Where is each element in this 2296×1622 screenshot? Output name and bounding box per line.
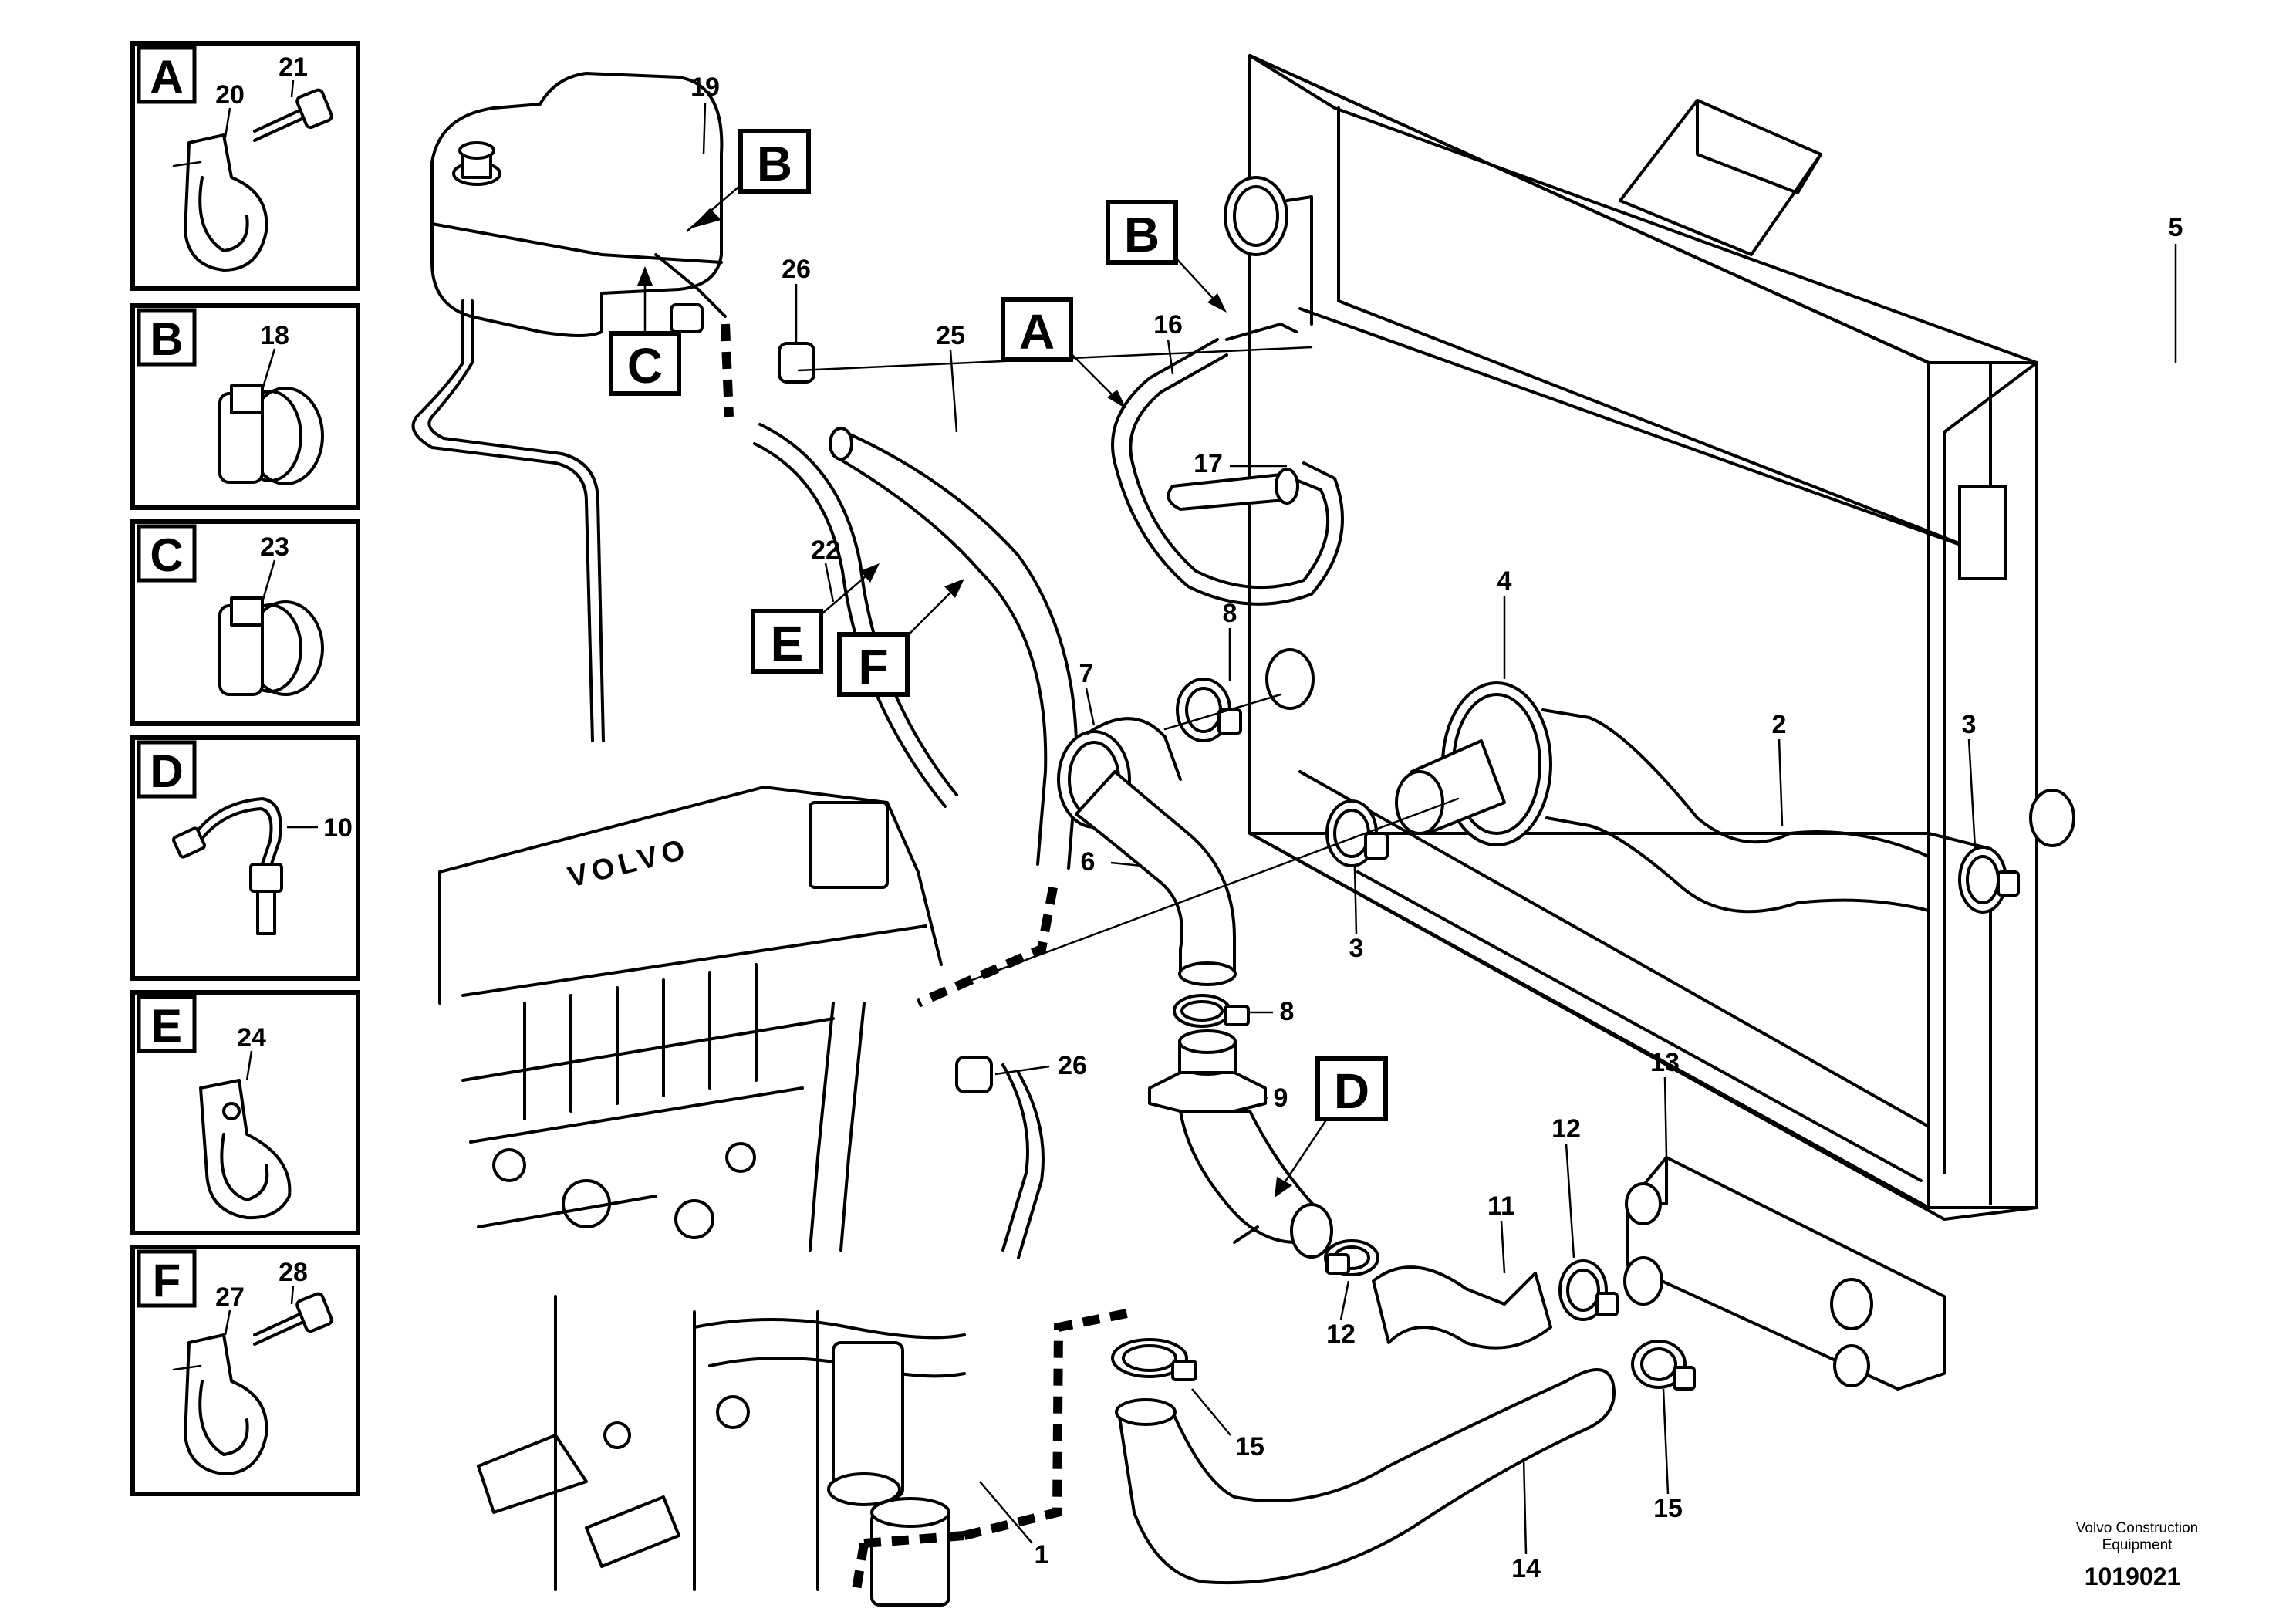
part-number-12-lower: 12 bbox=[1326, 1320, 1356, 1349]
inset-e-part: 24 bbox=[237, 1023, 266, 1053]
clamp-12-left bbox=[1324, 1239, 1379, 1276]
callout-letter-a-hose: A bbox=[1019, 304, 1055, 360]
engine-coolant-pipes bbox=[693, 1002, 1136, 1607]
callout-f: F bbox=[837, 579, 964, 697]
inset-f-part-2: 28 bbox=[279, 1258, 308, 1287]
part-number-26-top: 26 bbox=[782, 255, 811, 284]
hose-11 bbox=[1372, 1265, 1552, 1350]
clamp-icon bbox=[172, 1333, 268, 1475]
clamp-15-right bbox=[1631, 1340, 1696, 1391]
part-number-19: 19 bbox=[690, 73, 720, 102]
hose-clamp-icon bbox=[218, 596, 324, 696]
inset-e: E 24 bbox=[130, 990, 360, 1235]
inset-f-letter: F bbox=[153, 1255, 181, 1306]
part-number-15-left: 15 bbox=[1235, 1432, 1264, 1461]
hose-6 bbox=[1075, 770, 1237, 986]
part-number-2: 2 bbox=[1772, 710, 1787, 739]
callout-b-tank: B bbox=[686, 129, 811, 232]
clamp-8-upper bbox=[1163, 678, 1282, 742]
temperature-sensor-icon bbox=[171, 797, 283, 935]
part-number-13: 13 bbox=[1650, 1048, 1680, 1077]
footer-drawing-number: 1019021 bbox=[2085, 1563, 2181, 1590]
hose-2 bbox=[1541, 708, 1930, 914]
part-number-4: 4 bbox=[1497, 566, 1512, 596]
radiator bbox=[1224, 54, 2075, 1221]
callout-d: D bbox=[1275, 1056, 1388, 1198]
flange-9 bbox=[1148, 1029, 1333, 1259]
part-number-1: 1 bbox=[1035, 1540, 1049, 1570]
expansion-tank bbox=[411, 72, 727, 742]
clamp-icon bbox=[199, 1079, 292, 1220]
part-number-8-upper: 8 bbox=[1223, 599, 1237, 628]
part-number-12-upper: 12 bbox=[1551, 1114, 1581, 1144]
clamp-26-top bbox=[778, 342, 1313, 384]
inset-b-part: 18 bbox=[260, 321, 289, 350]
clamp-12-right bbox=[1558, 1259, 1619, 1321]
inset-d: D 10 bbox=[130, 735, 360, 981]
inset-a: A 20 21 bbox=[130, 41, 360, 291]
hose-14 bbox=[1115, 1368, 1616, 1585]
inset-d-letter: D bbox=[150, 745, 183, 797]
inset-f-part-1: 27 bbox=[215, 1282, 245, 1312]
clamp-8-lower bbox=[1173, 994, 1250, 1028]
part-number-3-left: 3 bbox=[1349, 934, 1364, 963]
part-number-26-bottom: 26 bbox=[1058, 1051, 1087, 1080]
callout-letter-f: F bbox=[858, 639, 888, 694]
hose-16 bbox=[1111, 323, 1344, 606]
callout-c-tank: C bbox=[609, 266, 681, 396]
callout-letter-d: D bbox=[1334, 1063, 1369, 1119]
footer-company-line1: Volvo Construction bbox=[2076, 1520, 2198, 1536]
clamp-3-right bbox=[1958, 846, 2020, 914]
inset-a-part-2: 21 bbox=[279, 52, 308, 82]
clamp-3-left bbox=[971, 797, 1460, 982]
part-number-8-lower: 8 bbox=[1280, 997, 1295, 1026]
callout-b-hose: B bbox=[1106, 200, 1227, 313]
inset-a-part-1: 20 bbox=[215, 80, 245, 110]
callout-letter-b-hose: B bbox=[1124, 207, 1160, 262]
engine-stamp: VOLVO bbox=[565, 833, 693, 894]
callout-letter-b-tank: B bbox=[757, 136, 792, 191]
clamp-26-bottom bbox=[955, 1056, 993, 1093]
footer-company-line2: Equipment bbox=[2102, 1537, 2173, 1553]
inset-b: B 18 bbox=[130, 303, 360, 510]
callout-letter-c-tank: C bbox=[627, 338, 663, 394]
part-number-25: 25 bbox=[936, 321, 965, 350]
part-number-3-right: 3 bbox=[1962, 710, 1977, 739]
part-number-22: 22 bbox=[811, 536, 840, 565]
part-number-11: 11 bbox=[1487, 1191, 1515, 1221]
inset-c-part: 23 bbox=[260, 532, 289, 562]
part-number-9: 9 bbox=[1274, 1083, 1288, 1113]
inset-f: F 27 28 bbox=[130, 1245, 360, 1496]
inset-d-part: 10 bbox=[323, 813, 353, 843]
inset-e-letter: E bbox=[151, 1000, 182, 1052]
part-number-17: 17 bbox=[1194, 449, 1223, 478]
hose-25 bbox=[829, 427, 1079, 1008]
part-number-7: 7 bbox=[1079, 659, 1094, 688]
bolt-icon bbox=[253, 88, 333, 142]
part-number-5: 5 bbox=[2169, 213, 2183, 242]
bolt-icon bbox=[253, 1292, 333, 1346]
callout-letter-e: E bbox=[771, 616, 804, 671]
part-number-15-right: 15 bbox=[1653, 1494, 1683, 1523]
inset-b-letter: B bbox=[150, 313, 183, 365]
clamp-icon bbox=[172, 133, 268, 272]
clamp-15-left bbox=[1111, 1338, 1197, 1381]
hose-clamp-icon bbox=[218, 384, 324, 485]
callout-a-hose: A bbox=[1001, 297, 1126, 409]
inset-c-letter: C bbox=[150, 529, 183, 581]
part-number-16: 16 bbox=[1153, 310, 1183, 340]
inset-a-letter: A bbox=[150, 51, 183, 103]
footer: Volvo Construction Equipment 1019021 bbox=[2076, 1520, 2198, 1590]
part-number-6: 6 bbox=[1081, 847, 1096, 877]
part-number-14: 14 bbox=[1511, 1554, 1541, 1583]
hose-22 bbox=[721, 323, 958, 808]
callout-e: E bbox=[751, 563, 880, 674]
inset-c: C 23 bbox=[130, 519, 360, 726]
